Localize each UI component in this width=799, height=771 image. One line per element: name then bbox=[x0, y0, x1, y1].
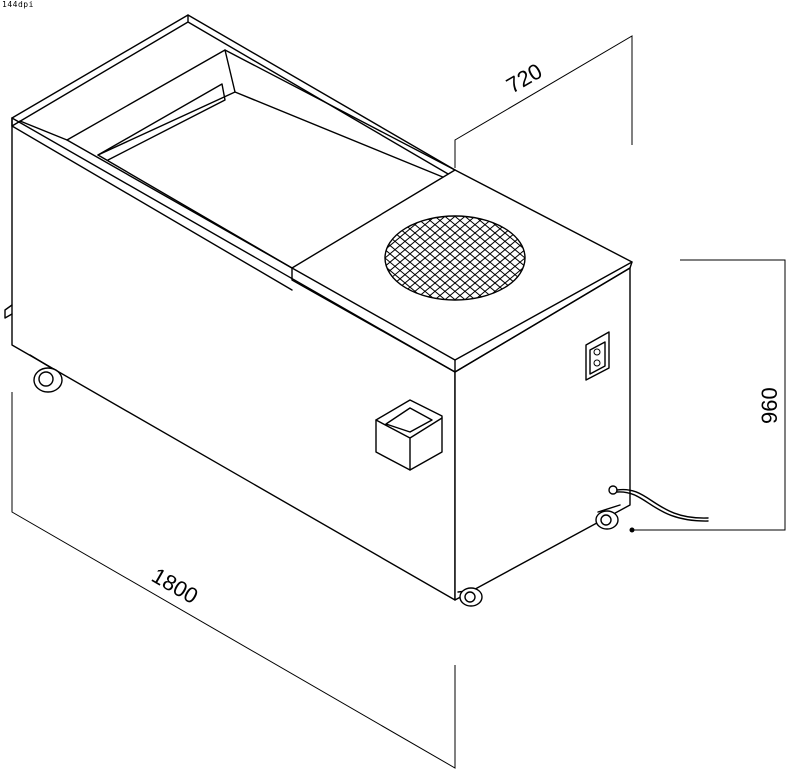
caster-front-left bbox=[457, 587, 483, 607]
dimension-depth: 720 bbox=[454, 35, 633, 168]
caster-rear-left bbox=[29, 354, 63, 393]
left-side-panel bbox=[11, 117, 456, 601]
grate-mesh-line bbox=[474, 216, 525, 300]
left-rim bbox=[11, 117, 293, 291]
back-rim bbox=[11, 14, 456, 179]
dimension-height-label: 960 bbox=[757, 387, 782, 424]
dimension-length-label: 1800 bbox=[148, 563, 203, 609]
grate-mesh-line bbox=[424, 216, 525, 300]
dimension-height: 960 bbox=[629, 259, 786, 533]
control-panel bbox=[585, 331, 610, 381]
top-slab-edge bbox=[291, 261, 633, 373]
caster-front-right bbox=[595, 504, 621, 530]
resolution-label: 144dpi bbox=[2, 0, 34, 9]
grate-mesh-line bbox=[464, 216, 525, 300]
vent-box bbox=[375, 399, 443, 471]
grate-mesh-line bbox=[434, 216, 525, 300]
tray-inner-back bbox=[66, 49, 236, 156]
power-cord bbox=[608, 485, 709, 522]
tray-inner-floor bbox=[97, 49, 456, 269]
grate-mesh-line bbox=[454, 216, 525, 300]
grate-mesh-line bbox=[464, 216, 525, 300]
dimension-depth-label: 720 bbox=[502, 58, 546, 98]
grate-mesh-line bbox=[474, 216, 525, 300]
grate-mesh-line bbox=[444, 216, 525, 300]
side-stub bbox=[4, 304, 13, 319]
